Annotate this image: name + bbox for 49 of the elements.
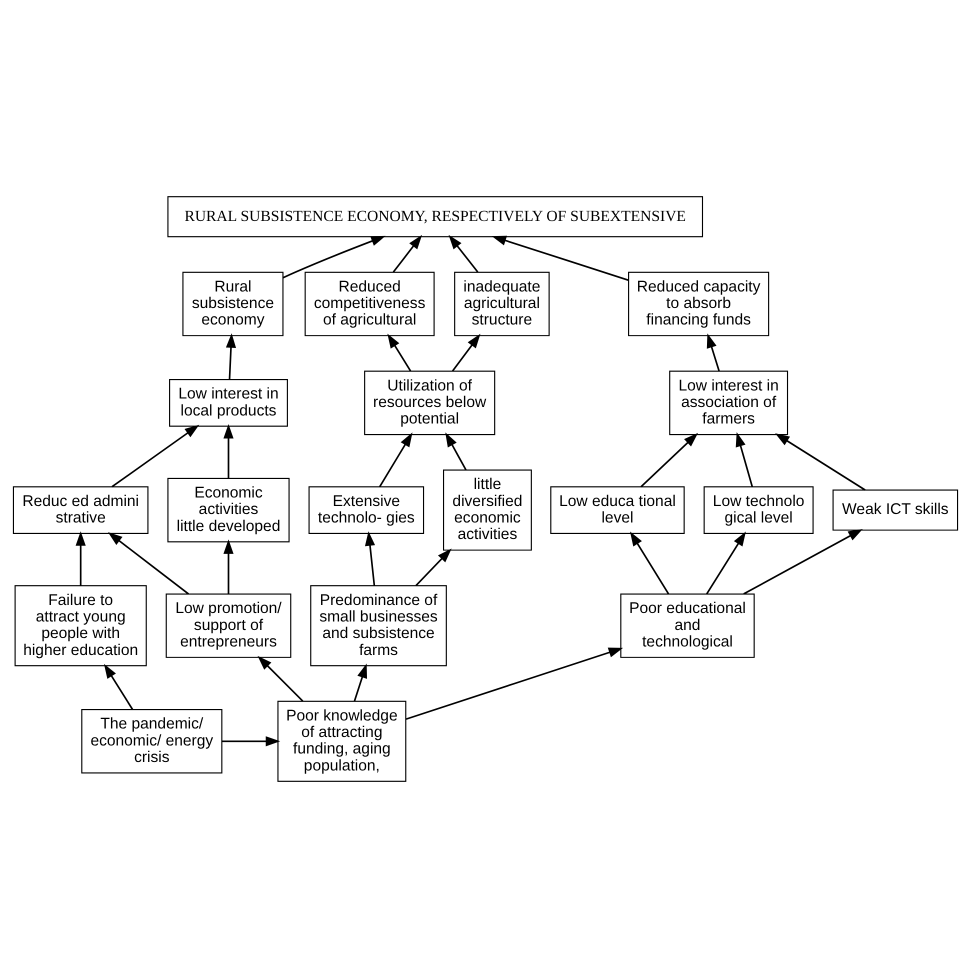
arrow <box>353 664 367 702</box>
node-box: Low interest in association of farmers <box>668 370 788 436</box>
arrow <box>640 432 698 488</box>
node-box: The pandemic/ economic/ energy crisis <box>80 709 222 774</box>
node-box: Low technolo gical level <box>703 486 814 534</box>
node-box: Reduced competitiveness of agricultural <box>304 272 434 336</box>
node-box: Reduc ed admini strative <box>12 486 148 534</box>
node-box: Rural subsistence economy <box>182 272 283 336</box>
arrow <box>103 664 133 710</box>
node-box: RURAL SUBSISTENCE ECONOMY, RESPECTIVELY OF SUBEXTENSIVE <box>166 196 703 238</box>
arrow <box>491 236 628 281</box>
node-box: Extensive technolo- gies <box>308 486 424 534</box>
node-box: Low interest in local products <box>168 378 288 427</box>
arrow <box>444 432 466 470</box>
node-box: Economic activities little developed <box>166 478 290 542</box>
arrow <box>451 334 480 372</box>
arrow <box>706 333 720 372</box>
node-box: Failure to attract young people with higher education <box>14 585 146 666</box>
node-box: Utilization of resources below potential <box>364 370 495 436</box>
arrow <box>414 548 452 586</box>
arrow <box>706 532 746 594</box>
arrow <box>378 432 412 488</box>
arrow <box>222 424 234 478</box>
arrow <box>630 532 669 594</box>
node-box: Poor knowledge of attracting funding, aging population, <box>276 700 406 782</box>
arrow <box>75 531 86 586</box>
node-box: Poor educational and technological <box>620 593 754 658</box>
arrow <box>222 539 234 594</box>
arrow <box>405 648 623 720</box>
arrow <box>392 234 422 273</box>
arrow <box>221 736 280 746</box>
node-box: Reduced capacity to absorb financing funds <box>628 272 769 336</box>
arrow <box>107 532 188 595</box>
arrow <box>225 333 236 380</box>
node-box: Low educa tional level <box>550 486 684 534</box>
node-box: Predominance of small businesses and subsistence farms <box>310 585 446 666</box>
arrow <box>386 334 411 372</box>
arrow <box>742 528 862 595</box>
node-box: little diversified economic activities <box>442 470 532 551</box>
arrow <box>448 234 478 273</box>
arrow <box>735 432 753 487</box>
arrow <box>282 236 386 279</box>
arrow <box>364 531 375 586</box>
node-box: Low promotion/ support of entrepreneurs <box>165 593 291 658</box>
arrow <box>774 433 866 491</box>
node-box: Weak ICT skills <box>832 490 958 531</box>
node-box: inadequate agricultural structure <box>454 272 550 336</box>
arrow <box>111 424 199 488</box>
arrow <box>257 656 303 702</box>
